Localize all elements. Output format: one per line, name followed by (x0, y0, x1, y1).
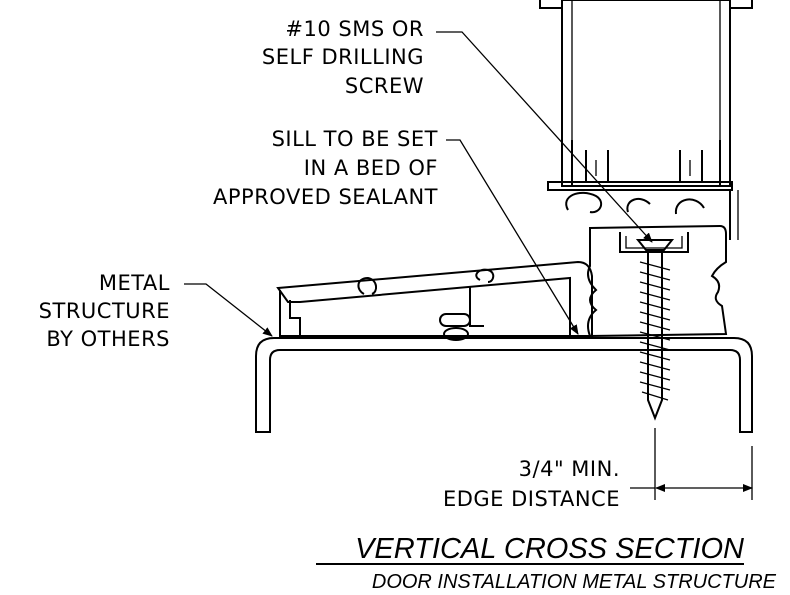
svg-text:#10 SMS OR: #10 SMS OR (285, 17, 424, 41)
svg-text:BY OTHERS: BY OTHERS (46, 327, 170, 351)
thermal-break-block (587, 224, 728, 338)
note-edge-distance: 3/4" MIN. EDGE DISTANCE (443, 457, 620, 511)
note-screw: #10 SMS OR SELF DRILLING SCREW (262, 17, 424, 98)
note-metal-structure: METAL STRUCTURE BY OTHERS (39, 271, 170, 351)
note-sill-sealant: SILL TO BE SET IN A BED OF APPROVED SEAL… (213, 127, 438, 209)
edge-distance-dimension (630, 428, 753, 500)
drawing-title: VERTICAL CROSS SECTION (355, 533, 744, 565)
door-sweep (565, 190, 739, 240)
svg-text:STRUCTURE: STRUCTURE (39, 299, 170, 323)
self-drilling-screw (635, 239, 675, 421)
door-panel (539, 0, 753, 191)
svg-text:SELF DRILLING: SELF DRILLING (262, 45, 424, 69)
leader-lines (184, 31, 653, 337)
svg-text:IN A BED OF: IN A BED OF (304, 156, 438, 180)
svg-text:SCREW: SCREW (345, 74, 424, 98)
metal-structure (255, 337, 753, 433)
threshold-sill (276, 260, 593, 341)
svg-text:SILL TO BE SET: SILL TO BE SET (272, 127, 438, 151)
svg-text:EDGE DISTANCE: EDGE DISTANCE (443, 487, 620, 511)
drawing-subtitle: DOOR INSTALLATION METAL STRUCTURE (372, 571, 777, 593)
svg-text:APPROVED SEALANT: APPROVED SEALANT (213, 185, 438, 209)
svg-text:3/4" MIN.: 3/4" MIN. (519, 457, 620, 481)
svg-text:METAL: METAL (99, 271, 170, 295)
